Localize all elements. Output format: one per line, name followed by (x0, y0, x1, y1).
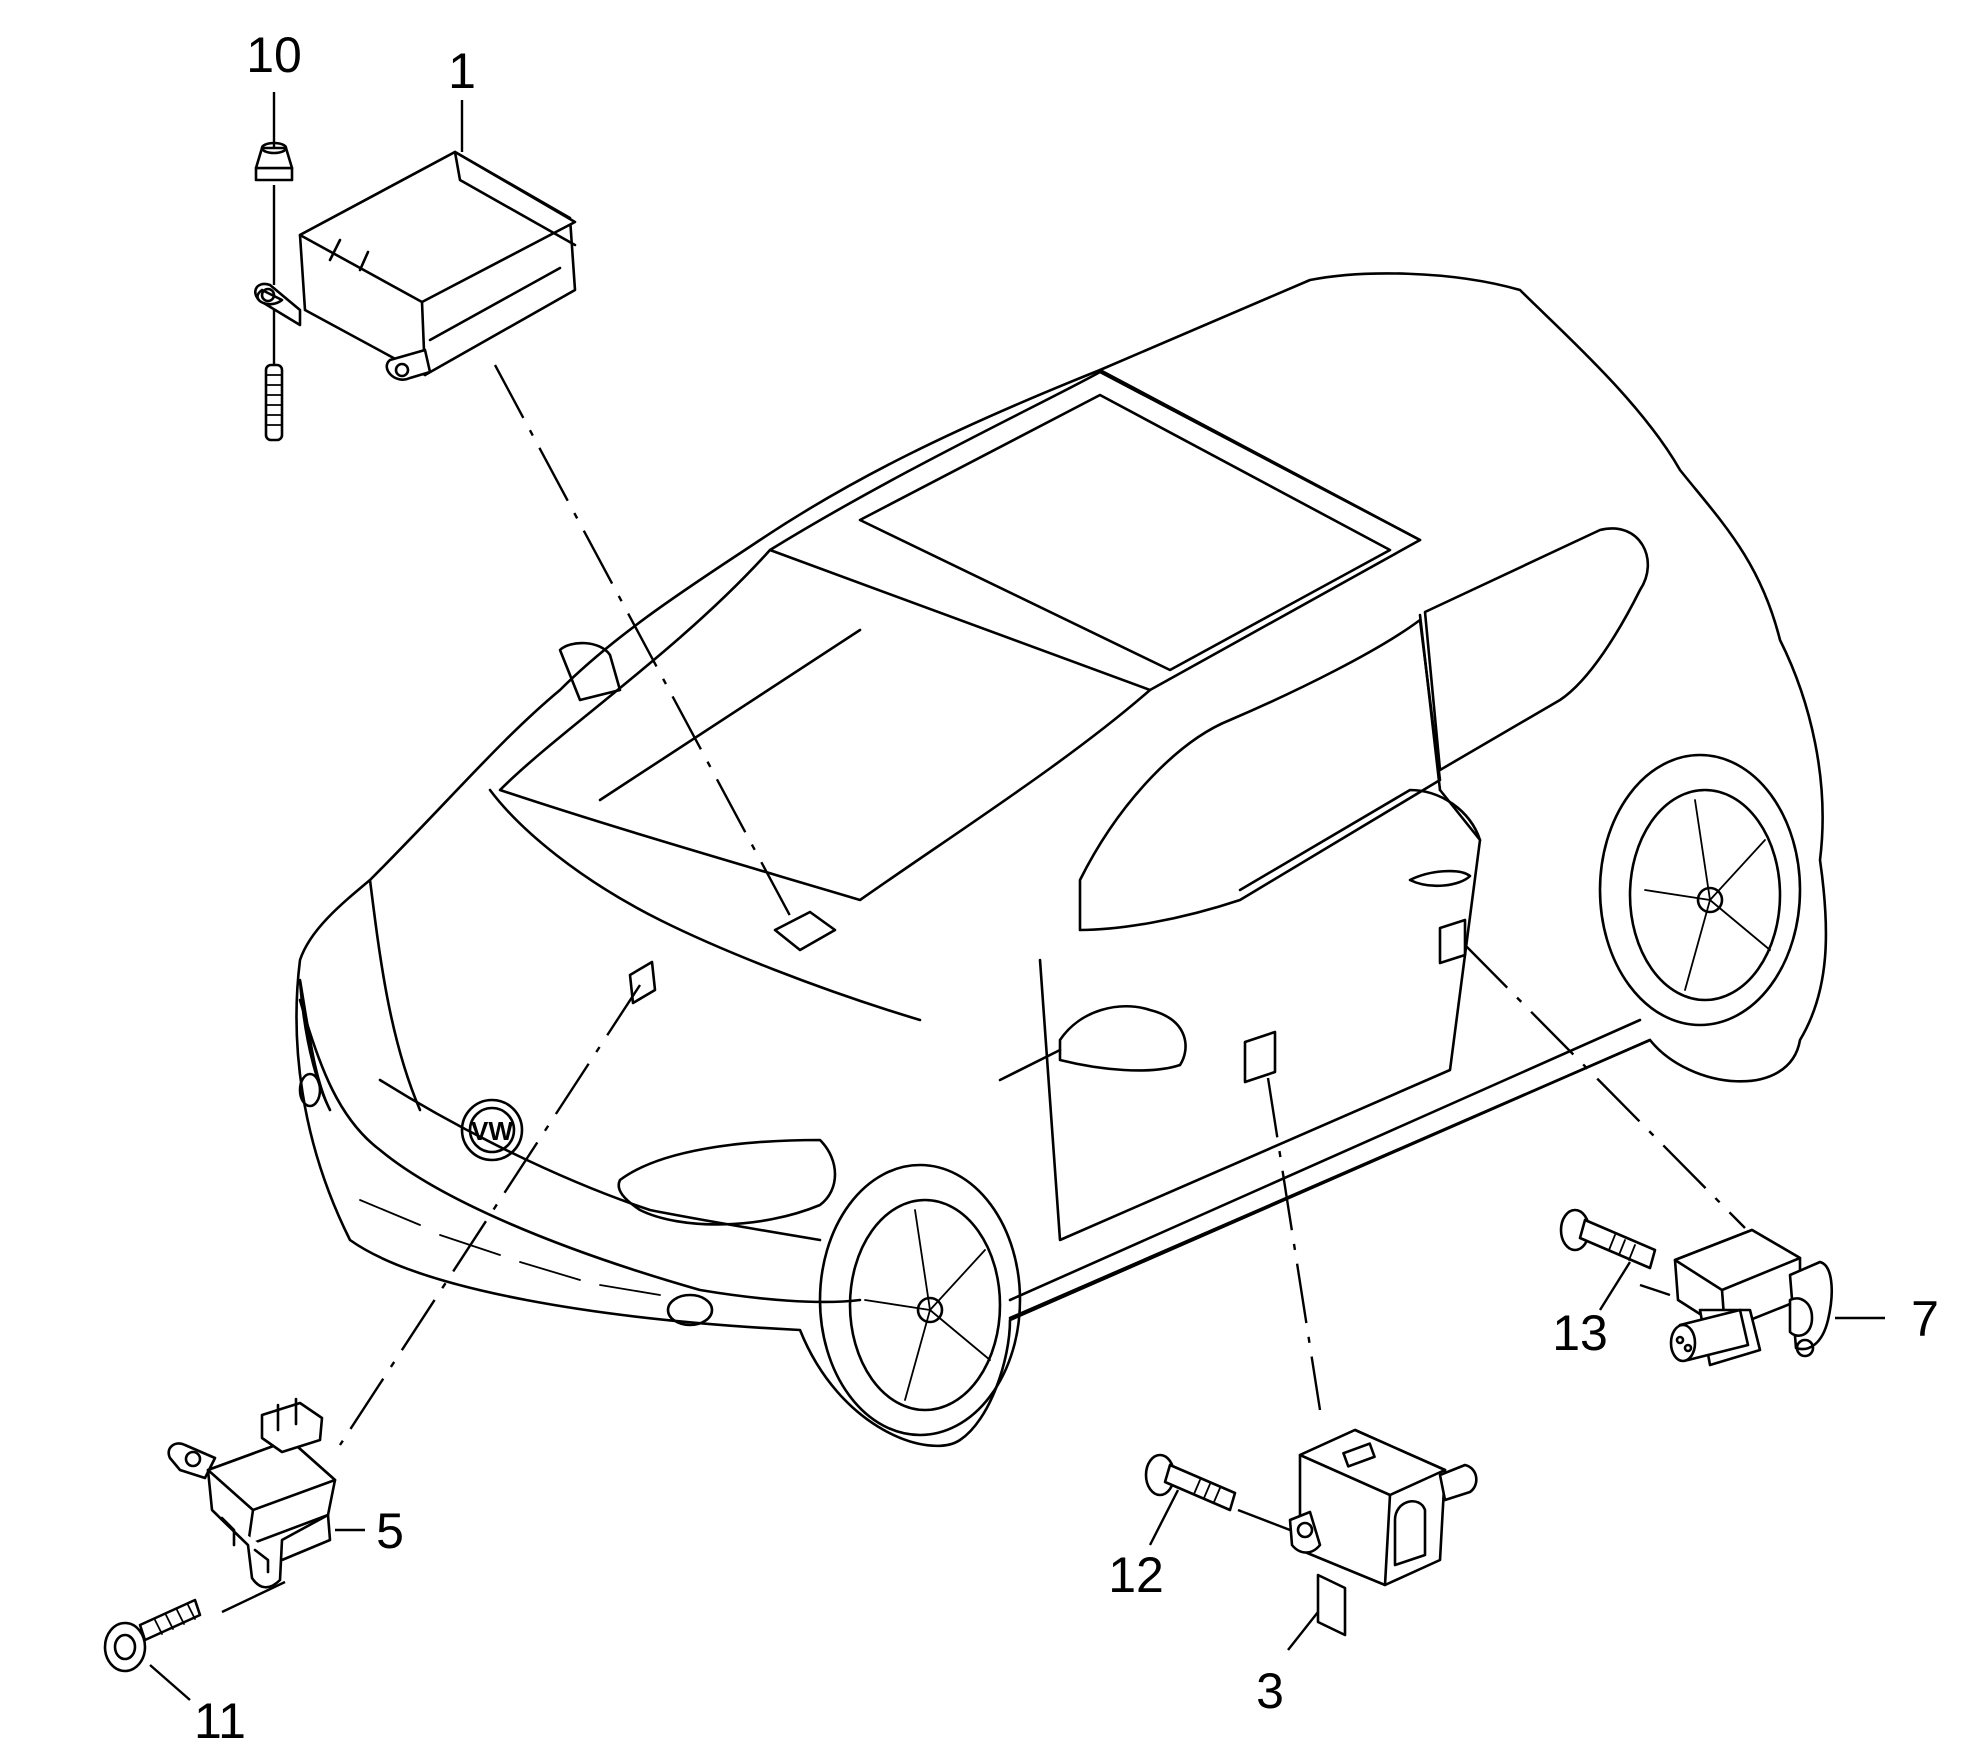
callout-5: 5 (376, 1503, 404, 1559)
marker-control-unit (773, 910, 837, 952)
car-illustration: VW (295, 272, 1828, 1448)
callout-3: 3 (1256, 1663, 1284, 1719)
callout-labels: 1 10 5 11 12 3 13 7 (194, 27, 1939, 1749)
door-pressure-sensor (1288, 1428, 1478, 1637)
marker-front-sensor (628, 960, 657, 1005)
screw-11 (103, 1580, 286, 1673)
side-crash-sensor (1669, 1228, 1834, 1367)
bolt-13 (1559, 1208, 1671, 1297)
front-crash-sensor (167, 1397, 337, 1589)
callout-10: 10 (246, 27, 302, 83)
callout-12: 12 (1108, 1547, 1164, 1603)
callout-7: 7 (1911, 1291, 1939, 1347)
callout-11: 11 (194, 1693, 246, 1749)
bolt-12 (1144, 1453, 1291, 1532)
mounting-markers (628, 910, 1467, 1084)
vw-emblem: VW (460, 1098, 524, 1162)
nut-10 (254, 141, 294, 182)
stud-bolt (264, 363, 284, 442)
airbag-control-unit (254, 141, 577, 442)
front-wheel (818, 1163, 1022, 1437)
leader-lines (338, 364, 1746, 1446)
rear-wheel (1598, 753, 1802, 1027)
emblem-text: VW (471, 1116, 513, 1146)
callout-13: 13 (1552, 1305, 1608, 1361)
marker-sill-sensor (1438, 918, 1467, 965)
callout-leaders (149, 92, 1885, 1701)
callout-1: 1 (448, 43, 476, 99)
marker-door-sensor (1243, 1030, 1277, 1084)
